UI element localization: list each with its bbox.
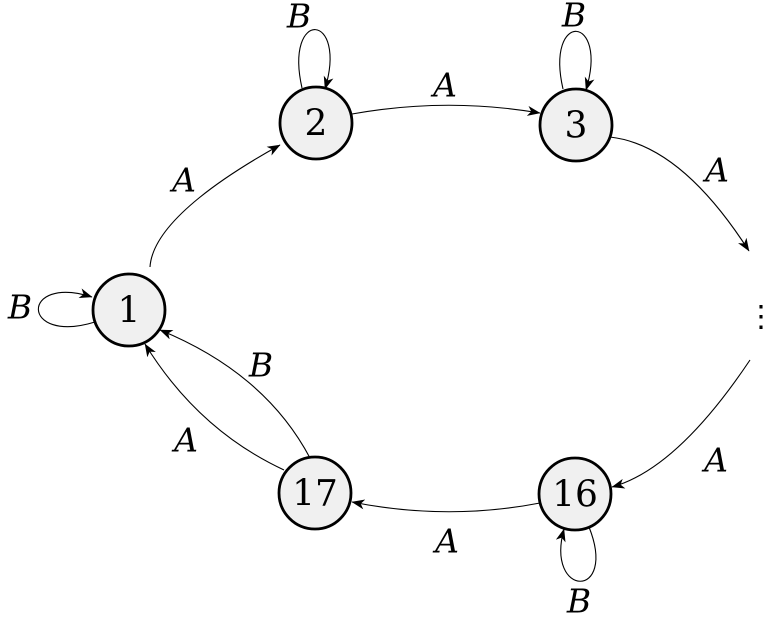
edge-label-17-to-1: B <box>248 346 273 385</box>
edge-label-17-to-1: A <box>171 421 198 460</box>
edge-label-2-to-2: B <box>286 0 311 36</box>
edge-labels-layer: A A A A A A B B B B B <box>7 0 729 621</box>
edge-label-3-to-ellipsis: A <box>702 151 729 190</box>
transition-2-to-3-on-A <box>351 104 541 116</box>
state-node-label-1: 1 <box>118 291 141 332</box>
edge-label-3-to-3: B <box>561 0 586 35</box>
state-node-label-16: 16 <box>552 475 598 516</box>
self-loop-1-to-1-on-B <box>37 288 96 328</box>
edges-layer <box>37 29 751 582</box>
nodes-layer: 1 2 3 16 17 <box>91 85 614 532</box>
self-loop-16-to-16-on-B <box>555 526 597 582</box>
state-node-17 <box>277 455 353 531</box>
self-loop-3-to-3-on-B <box>559 30 595 91</box>
state-node-1 <box>91 272 167 348</box>
edge-label-1-to-2: A <box>169 161 196 200</box>
transition-3-to-ellipsis-on-A <box>609 136 750 252</box>
transition-1-to-2-on-A <box>149 144 281 268</box>
state-node-label-17: 17 <box>292 474 338 515</box>
transition-17-to-1-on-A <box>144 343 285 471</box>
transition-16-to-17-on-A <box>351 499 541 513</box>
edge-label-ellipsis-to-16: A <box>701 441 728 480</box>
transition-17-to-1-on-B <box>159 329 311 459</box>
transition-ellipsis-to-16-on-A <box>611 359 751 489</box>
edge-label-16-to-17: A <box>432 522 459 561</box>
state-node-2 <box>278 85 354 161</box>
self-loop-2-to-2-on-B <box>298 29 334 90</box>
state-node-label-2: 2 <box>305 104 328 145</box>
state-node-label-3: 3 <box>565 106 588 147</box>
elided-states-ellipsis: ⋮ <box>746 300 776 335</box>
edge-label-2-to-3: A <box>430 66 457 105</box>
edge-label-16-to-16: B <box>566 582 591 621</box>
state-node-16 <box>537 456 613 532</box>
state-node-3 <box>538 87 614 163</box>
edge-label-1-to-1: B <box>7 288 32 327</box>
